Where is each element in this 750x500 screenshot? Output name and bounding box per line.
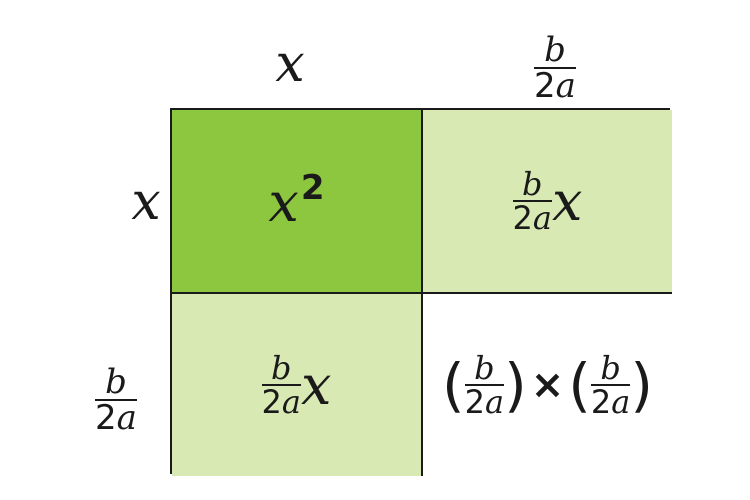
multiply-sign: ×	[530, 362, 565, 408]
variable: x	[551, 169, 583, 233]
numerator: b	[105, 362, 127, 402]
numerator: b	[522, 165, 543, 203]
denominator-coefficient: 2	[590, 383, 612, 421]
denominator: 2a	[534, 69, 576, 103]
denominator-variable: a	[611, 383, 631, 421]
open-paren: (	[442, 351, 465, 419]
denominator-coefficient: 2	[534, 66, 556, 106]
fraction-bar	[261, 384, 301, 386]
denominator-coefficient: 2	[512, 199, 533, 237]
cell-x-squared: x2	[172, 110, 423, 294]
numerator: b	[474, 349, 495, 387]
variable: x	[300, 353, 332, 417]
denominator-variable: a	[116, 398, 137, 438]
row-label-b-over-2a: b 2a	[84, 362, 148, 438]
cell-b-over-2a-x-top: b 2a x	[423, 110, 672, 294]
denominator: 2a	[262, 386, 301, 418]
denominator-coefficient: 2	[95, 398, 117, 438]
completing-square-grid: x2 b 2a x b 2a x ( b 2a ) × ( b 2a	[170, 108, 672, 476]
numerator: b	[544, 30, 566, 70]
denominator: 2a	[591, 386, 630, 418]
fraction: b 2a	[534, 33, 576, 103]
denominator-variable: a	[485, 383, 505, 421]
fraction-bar	[534, 67, 576, 69]
variable: x	[268, 171, 299, 234]
fraction-bar	[95, 399, 137, 401]
cell-b-over-2a-squared: ( b 2a ) × ( b 2a )	[423, 294, 672, 476]
exponent: 2	[300, 168, 325, 208]
open-paren: (	[568, 351, 591, 419]
denominator-variable: a	[555, 66, 576, 106]
fraction: b 2a	[261, 349, 301, 418]
close-paren: )	[630, 351, 653, 419]
fraction: b 2a	[95, 365, 137, 435]
denominator: 2a	[513, 202, 552, 234]
denominator-variable: a	[532, 199, 552, 237]
fraction-bar	[590, 384, 631, 386]
numerator: b	[271, 349, 292, 387]
denominator-coefficient: 2	[464, 383, 486, 421]
cell-b-over-2a-x-bottom: b 2a x	[172, 294, 423, 476]
denominator: 2a	[465, 386, 504, 418]
close-paren: )	[504, 351, 527, 419]
column-label-b-over-2a: b 2a	[520, 30, 590, 106]
row-label-x: x	[131, 172, 161, 232]
fraction: b 2a	[512, 165, 552, 234]
denominator-coefficient: 2	[261, 383, 282, 421]
fraction-bar	[464, 384, 505, 386]
denominator: 2a	[95, 401, 137, 435]
column-label-x: x	[275, 34, 305, 94]
fraction-bar	[512, 200, 552, 202]
denominator-variable: a	[281, 383, 301, 421]
x-squared-term: x2	[268, 168, 324, 234]
fraction-left: b 2a	[464, 349, 505, 418]
fraction-right: b 2a	[590, 349, 631, 418]
numerator: b	[600, 349, 621, 387]
